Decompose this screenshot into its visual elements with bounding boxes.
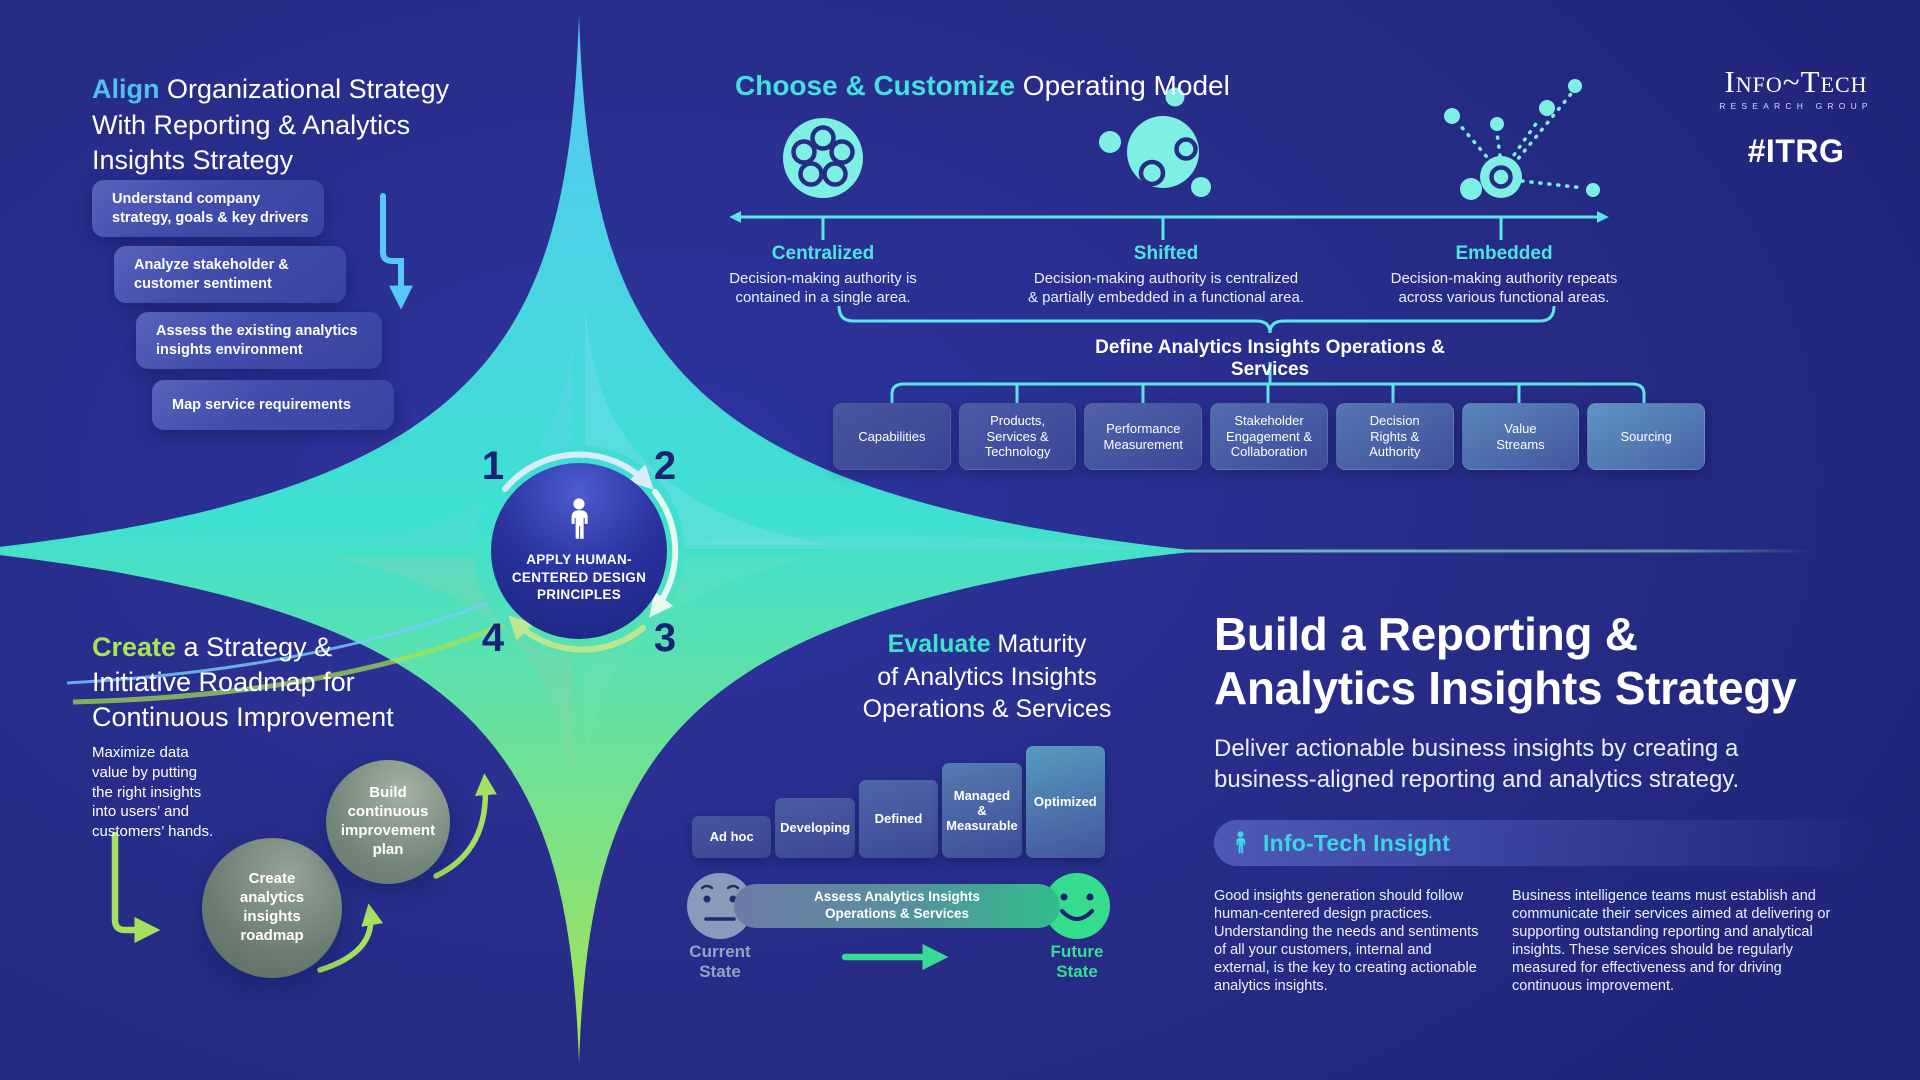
maturity-managed-measurable: Managed & Measurable (942, 763, 1022, 858)
cycle-arrow-bottom (508, 615, 646, 653)
neutral-face-icon (687, 873, 753, 939)
create-step-arrow (111, 831, 161, 943)
main-subtitle: Deliver actionable business insights by … (1214, 735, 1740, 794)
center-hub: APPLY HUMAN- CENTERED DESIGN PRINCIPLES (491, 463, 667, 639)
service-stakeholder-engagement: Stakeholder Engagement & Collaboration (1210, 403, 1328, 470)
future-state-label: Future State (1050, 942, 1104, 981)
insight-person-icon (1236, 831, 1246, 854)
insight-paragraph-2: Business intelligence teams must establi… (1512, 888, 1831, 994)
infotech-logo-subtext: RESEARCH GROUP (1719, 101, 1873, 111)
maturity-adhoc: Ad hoc (692, 816, 772, 858)
service-value-streams: Value Streams (1461, 403, 1580, 470)
model-shifted-desc: Decision-making authority is centralized… (1027, 270, 1304, 307)
operating-model-title: Choose & Customize Operating Model (735, 70, 1230, 102)
cycle-arrow-top (502, 451, 654, 492)
model-centralized-desc: Decision-making authority is contained i… (729, 270, 917, 307)
embedded-icon (1444, 79, 1600, 200)
centralized-icon (783, 118, 863, 198)
align-title-rest: Organizational Strategy With Reporting &… (92, 74, 450, 176)
evaluate-title: Evaluate Maturity of Analytics Insights … (837, 628, 1137, 726)
create-title: Create a Strategy & Initiative Roadmap f… (92, 630, 472, 735)
maturity-staircase: Ad hoc Developing Defined Managed & Meas… (692, 746, 1106, 858)
operating-model-title-accent: Choose & Customize (735, 70, 1016, 101)
service-boxes: Capabilities Products, Services & Techno… (833, 403, 1706, 470)
create-title-rest: a Strategy & Initiative Roadmap for Cont… (92, 632, 394, 733)
spectrum-arrow (729, 211, 1609, 240)
maturity-developing: Developing (775, 798, 855, 858)
step-number-4: 4 (482, 616, 505, 660)
align-step-2: Analyze stakeholder & customer sentiment (114, 246, 346, 303)
roadmap-arrow (317, 903, 384, 973)
gather-brace (837, 305, 1556, 334)
person-icon (571, 498, 588, 539)
align-step-3: Assess the existing analytics insights e… (136, 312, 382, 369)
align-step-1: Understand company strategy, goals & key… (92, 180, 324, 237)
current-state-label: Current State (689, 942, 751, 981)
infotech-logo-text: Info~Tech (1724, 64, 1868, 99)
step-number-1: 1 (482, 444, 504, 488)
model-shifted: Shifted Decision-making authority is cen… (998, 243, 1334, 307)
improvement-arrow (433, 773, 497, 879)
shifted-icon (1099, 87, 1211, 197)
insight-header: Info-Tech Insight (1214, 820, 1874, 866)
itrg-hashtag-logo: #ITRG (1747, 133, 1845, 169)
operating-model-title-rest: Operating Model (1015, 70, 1230, 101)
infotech-logo: Info~Tech RESEARCH GROUP (1718, 64, 1874, 111)
service-decision-rights: Decision Rights & Authority (1335, 403, 1454, 470)
create-title-accent: Create (92, 632, 177, 662)
align-step-4: Map service requirements (152, 380, 394, 430)
smiley-face-icon (1044, 873, 1110, 939)
service-products-services-technology: Products, Services & Technology (958, 403, 1077, 470)
model-embedded: Embedded Decision-making authority repea… (1351, 243, 1657, 307)
model-embedded-desc: Decision-making authority repeats across… (1390, 270, 1618, 307)
model-centralized-name: Centralized (771, 243, 875, 264)
center-hub-label: APPLY HUMAN- CENTERED DESIGN PRINCIPLES (511, 551, 647, 603)
align-step-arrow (380, 193, 413, 310)
bubble-improvement-plan: Build continuous improvement plan (326, 760, 450, 884)
service-performance-measurement: Performance Measurement (1084, 403, 1203, 470)
step-number-3: 3 (654, 616, 676, 660)
step-number-2: 2 (654, 444, 676, 488)
evaluate-title-rest: Maturity of Analytics Insights Operation… (862, 630, 1112, 723)
insight-title: Info-Tech Insight (1263, 829, 1450, 856)
model-centralized: Centralized Decision-making authority is… (693, 243, 953, 307)
service-sourcing: Sourcing (1587, 403, 1706, 470)
assess-bar: Assess Analytics Insights Operations & S… (734, 884, 1060, 928)
maturity-defined: Defined (858, 780, 939, 858)
service-capabilities: Capabilities (833, 403, 951, 470)
insight-paragraph-1: Good insights generation should follow h… (1214, 888, 1479, 994)
flare-right (640, 535, 1150, 549)
cycle-arrow-right (649, 489, 679, 618)
bubble-create-roadmap: Create analytics insights roadmap (202, 838, 342, 978)
model-shifted-name: Shifted (1133, 243, 1199, 264)
evaluate-title-accent: Evaluate (887, 630, 991, 658)
main-title: Build a Reporting & Analytics Insights S… (1214, 608, 1797, 714)
maturity-optimized: Optimized (1025, 746, 1106, 858)
align-title-accent: Align (92, 74, 160, 104)
create-paragraph: Maximize data value by putting the right… (92, 744, 214, 841)
model-embedded-name: Embedded (1455, 243, 1553, 264)
service-fan-connectors (890, 362, 1646, 403)
define-services-title: Define Analytics Insights Operations & S… (1095, 337, 1445, 380)
align-title: Align Organizational Strategy With Repor… (92, 72, 502, 179)
